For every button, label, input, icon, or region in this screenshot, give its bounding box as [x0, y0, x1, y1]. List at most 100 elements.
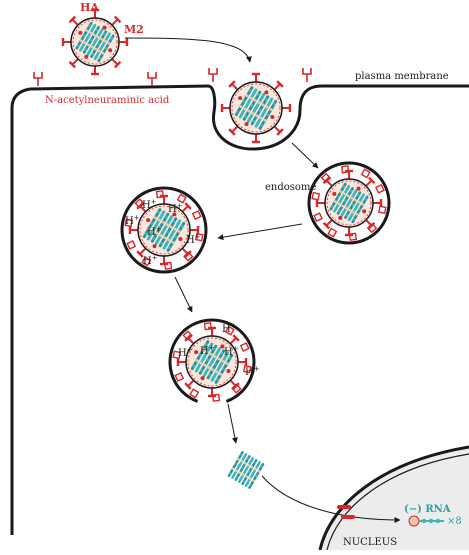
endosome-receptor — [155, 190, 164, 199]
plasma-membrane — [10, 84, 469, 535]
virion-free — [61, 8, 129, 76]
label-plasma-membrane: plasma membrane — [355, 71, 449, 82]
ha-spike — [71, 58, 79, 66]
proton-label: H+ — [245, 365, 260, 378]
receptor-icon — [33, 72, 43, 86]
m2-channel — [220, 344, 225, 349]
endosome-receptor — [313, 212, 323, 223]
label-endosome: endosome — [265, 182, 316, 193]
ha-spike — [231, 83, 239, 91]
endosome-receptor — [191, 210, 202, 220]
released-rnp — [227, 451, 265, 489]
nuclear-pore — [337, 505, 355, 519]
ha-spike — [181, 247, 189, 255]
virion-group — [61, 8, 391, 489]
endosome-early — [307, 161, 391, 245]
m2-channel — [332, 191, 337, 196]
endosome-receptor — [341, 165, 350, 174]
arrow-membrane-to-endosome — [291, 142, 319, 169]
ha-spike — [229, 337, 237, 345]
endosome-receptor — [189, 388, 200, 399]
ha-spike — [229, 379, 237, 387]
ha-spike — [365, 179, 373, 187]
ha-spike — [231, 125, 239, 133]
ha-spike — [273, 83, 281, 91]
virion — [128, 194, 200, 266]
m2-channel — [362, 209, 367, 214]
label-rna: (−) RNA — [404, 504, 451, 515]
m2-channel — [178, 236, 183, 241]
endosome-receptor — [203, 322, 212, 331]
m2-channel — [356, 186, 361, 191]
endosome-receptor — [239, 342, 250, 352]
endosome-receptor — [176, 193, 187, 204]
label-m2: M2 — [124, 23, 144, 36]
label-receptor: N-acetylneuraminic acid — [45, 95, 170, 106]
virion — [315, 169, 383, 237]
endosome-receptor — [377, 205, 387, 215]
ha-spike — [187, 337, 195, 345]
ha-spike — [139, 205, 147, 213]
endosome-receptor — [348, 232, 357, 241]
m2-channel — [152, 244, 157, 249]
m2-channel — [226, 368, 231, 373]
ha-spike — [111, 18, 119, 26]
m2-channel — [238, 96, 243, 101]
m2-channel — [84, 54, 89, 59]
arrow-release-to-nucleus — [261, 475, 401, 523]
ha-spike — [325, 219, 333, 227]
ha-spike — [365, 219, 373, 227]
rnp-bundle — [75, 21, 115, 63]
m2-channel — [172, 212, 177, 217]
m2-channel — [244, 122, 249, 127]
virion — [176, 326, 248, 398]
m2-channel — [78, 30, 83, 35]
ha-spike — [325, 179, 333, 187]
endosome-acidified — [120, 186, 208, 274]
endosome-fusion — [168, 318, 256, 403]
rna-segment-icon — [408, 515, 444, 527]
ha-spike — [187, 379, 195, 387]
endosome-receptor — [311, 191, 321, 201]
virion-binding — [220, 72, 292, 144]
m2-channel — [102, 25, 107, 30]
m2-channel — [338, 215, 343, 220]
rnp-bundle — [329, 182, 369, 224]
endosome-receptor — [212, 393, 221, 402]
ha-spike — [273, 125, 281, 133]
endosome-receptor — [164, 261, 173, 270]
label-nucleus: NUCLEUS — [343, 537, 397, 548]
endosome-receptor — [224, 325, 235, 336]
m2-channel — [200, 376, 205, 381]
ha-spike — [111, 58, 119, 66]
ha-spike — [71, 18, 79, 26]
m2-channel — [194, 350, 199, 355]
rnp-bundle — [190, 340, 234, 384]
rnp-bundle — [142, 208, 186, 252]
arrow-endosome-acidify — [217, 223, 303, 241]
endosome-receptor — [194, 232, 204, 242]
endosome-receptor — [124, 218, 134, 228]
m2-channel — [270, 114, 275, 119]
receptor-icon — [302, 68, 312, 82]
m2-channel — [108, 48, 113, 53]
endosome-receptor — [174, 372, 185, 382]
arrow-fusion-release — [227, 403, 238, 444]
nucleus-region — [320, 447, 469, 550]
endosome-receptor — [126, 240, 137, 250]
m2-channel — [146, 218, 151, 223]
endosome-receptor — [360, 168, 371, 179]
receptor-group — [33, 68, 312, 86]
receptor-icon — [147, 72, 157, 86]
endosome-receptor — [242, 364, 252, 374]
endosome-receptor — [375, 183, 385, 194]
label-rna-count: ×8 — [447, 516, 462, 527]
endosome-receptor — [141, 256, 152, 267]
rnp-bundle — [234, 86, 278, 130]
arrow-virus-to-membrane — [124, 37, 252, 63]
receptor-icon — [208, 68, 218, 82]
nuclear-envelope — [318, 445, 469, 551]
label-ha: HA — [80, 1, 99, 14]
nuclear-envelope-inner — [326, 453, 469, 551]
